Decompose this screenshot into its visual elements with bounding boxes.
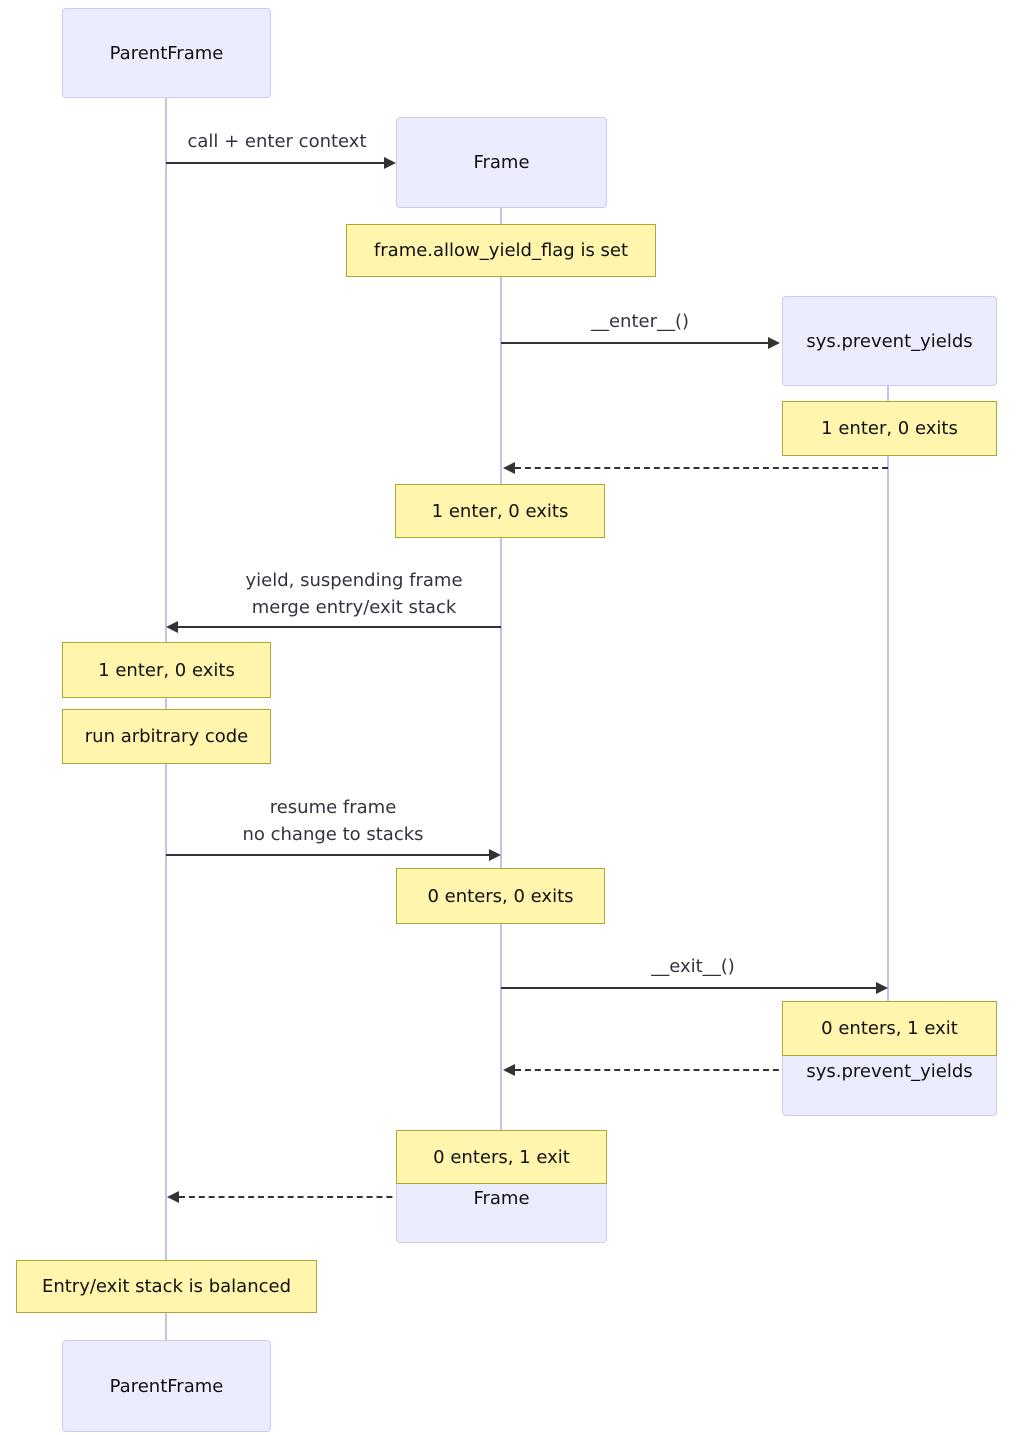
message-line-enter xyxy=(501,342,769,344)
note-sys-1-enter-0-exits: 1 enter, 0 exits xyxy=(782,401,997,456)
message-line-call-enter-context xyxy=(166,162,385,164)
note-frame-1-enter-0-exits: 1 enter, 0 exits xyxy=(395,484,605,538)
message-label-enter: __enter__() xyxy=(590,311,690,332)
lifeline-frame xyxy=(500,208,502,1153)
arrow-head-icon xyxy=(489,849,501,861)
arrow-head-icon xyxy=(384,157,396,169)
arrow-head-icon xyxy=(503,462,515,474)
message-label-exit: __exit__() xyxy=(651,956,735,977)
message-line-return-to-parentframe xyxy=(179,1196,501,1198)
actor-parentframe-bottom: ParentFrame xyxy=(62,1340,271,1432)
message-line-yield-suspend xyxy=(178,626,501,628)
message-line-exit xyxy=(501,987,877,989)
note-parentframe-1-enter-0-exits: 1 enter, 0 exits xyxy=(62,642,271,698)
message-label-yield-suspend: yield, suspending frame merge entry/exit… xyxy=(245,570,463,618)
message-line-return-to-frame xyxy=(515,467,888,469)
note-allow-yield-flag: frame.allow_yield_flag is set xyxy=(346,224,656,277)
note-sys-0-enters-1-exit: 0 enters, 1 exit xyxy=(782,1001,997,1056)
lifeline-sys-prevent-yields xyxy=(887,386,889,1026)
message-line-return-to-frame-2 xyxy=(515,1069,888,1071)
arrow-head-icon xyxy=(768,337,780,349)
arrow-head-icon xyxy=(876,982,888,994)
actor-parentframe-top: ParentFrame xyxy=(62,8,271,98)
message-label-resume-frame: resume frame no change to stacks xyxy=(242,797,424,845)
message-label-call-enter-context: call + enter context xyxy=(187,131,367,152)
actor-frame-top: Frame xyxy=(396,117,607,208)
arrow-head-icon xyxy=(503,1064,515,1076)
note-frame-0-enters-0-exits: 0 enters, 0 exits xyxy=(396,868,605,924)
message-line-resume-frame xyxy=(166,854,490,856)
note-stack-balanced: Entry/exit stack is balanced xyxy=(16,1260,317,1313)
arrow-head-icon xyxy=(166,621,178,633)
actor-sys-prevent-yields-top: sys.prevent_yields xyxy=(782,296,997,386)
arrow-head-icon xyxy=(167,1191,179,1203)
note-frame-0-enters-1-exit: 0 enters, 1 exit xyxy=(396,1130,607,1184)
note-run-arbitrary-code: run arbitrary code xyxy=(62,709,271,764)
